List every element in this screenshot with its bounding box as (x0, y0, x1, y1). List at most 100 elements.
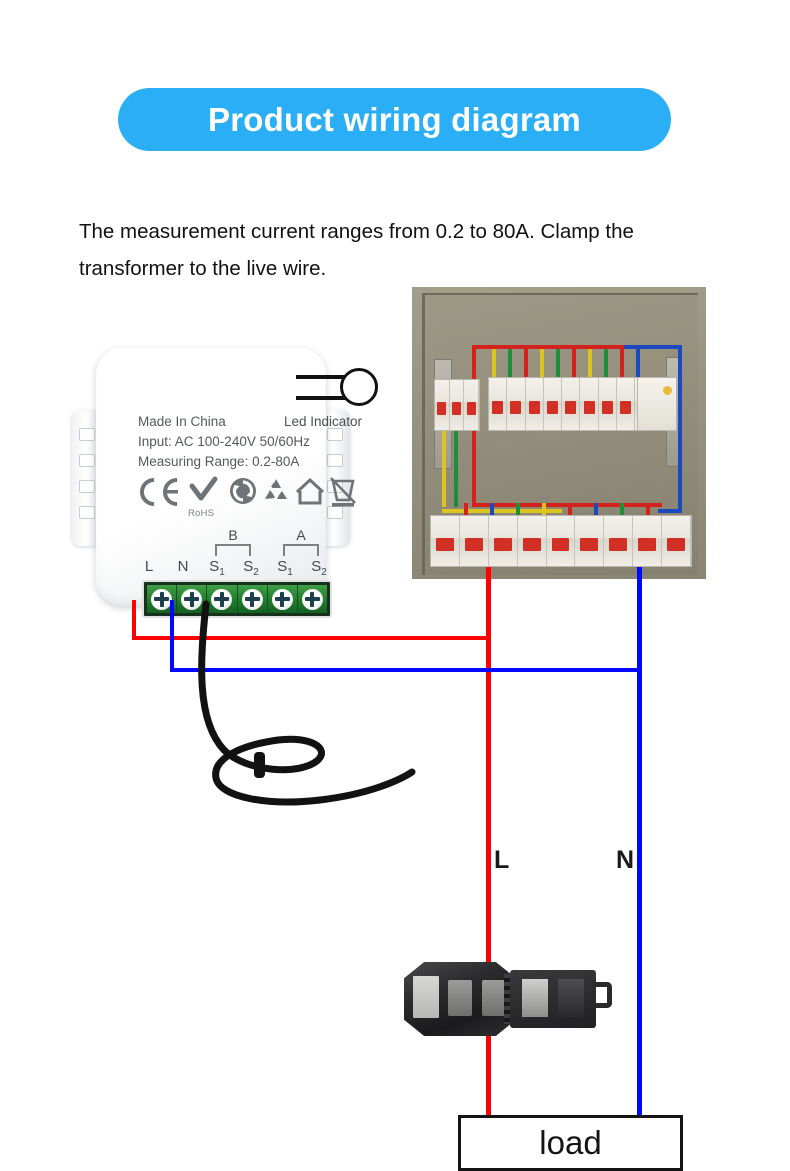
panel-wire-green (556, 349, 560, 379)
terminal-label-a-s2: S2 (306, 558, 332, 578)
screw-cross-icon (304, 591, 320, 607)
terminal-index: 2 (253, 567, 259, 578)
main-breaker (434, 379, 480, 431)
terminal-letter: S (311, 558, 322, 575)
panel-wire-red (472, 431, 476, 507)
ct-latch-hook (592, 982, 612, 1008)
breaker-pole (489, 378, 508, 430)
mains-neutral-label: N (616, 846, 635, 874)
spec-line-origin: Made In China (138, 414, 226, 429)
weee-crossed-bin-icon (328, 476, 358, 510)
ct-window (482, 980, 506, 1016)
terminal-label-l: L (144, 558, 154, 575)
rohs-check-icon (188, 476, 218, 506)
led-circle (340, 368, 378, 406)
screw-cross-icon (184, 591, 200, 607)
rcd-breaker (637, 377, 677, 431)
breaker-pole (547, 516, 576, 566)
breaker-pole (489, 516, 518, 566)
ct-core-half (558, 979, 584, 1017)
panel-wire-yellow (442, 431, 446, 507)
terminal-label-b-s2: S2 (238, 558, 264, 578)
mobius-recycle-icon (261, 476, 291, 506)
terminal-screw-a-s2 (297, 585, 328, 613)
terminal-group-bracket-a (283, 544, 319, 556)
panel-wire-red (524, 349, 528, 379)
screw-cross-icon (244, 591, 260, 607)
breaker-pole (662, 516, 692, 566)
panel-wire-red (646, 503, 650, 517)
description-text: The measurement current ranges from 0.2 … (79, 219, 634, 280)
lower-breaker-row (430, 515, 692, 567)
terminal-index: 1 (287, 567, 293, 578)
panel-wire-red (472, 503, 662, 507)
terminal-label-n: N (177, 558, 189, 575)
terminal-group-label-a: A (296, 527, 306, 543)
terminal-label-a-s1: S1 (272, 558, 298, 578)
panel-wire-blue (490, 503, 494, 517)
panel-wire-green (454, 431, 458, 507)
breaker-pole (544, 378, 563, 430)
ear-slot (79, 454, 95, 467)
panel-wire-blue (624, 345, 682, 349)
breaker-pole (464, 380, 480, 430)
mains-neutral-wire (637, 567, 642, 1120)
screw-hole (181, 588, 203, 610)
wiring-diagram: Led Indicator Made In China Input: AC 10… (0, 270, 790, 1171)
current-transformer-clamp (404, 960, 615, 1038)
screw-hole (241, 588, 263, 610)
screw-cross-icon (274, 591, 290, 607)
panel-wire-yellow (542, 503, 546, 517)
terminal-group-label-b: B (228, 527, 238, 543)
terminal-letter: S (209, 558, 220, 575)
module-housing: Led Indicator Made In China Input: AC 10… (96, 348, 378, 618)
screw-hole (151, 588, 173, 610)
ct-window (448, 980, 472, 1016)
ct-spec-label (413, 976, 439, 1018)
panel-wire-yellow (442, 509, 562, 513)
terminal-letter: S (277, 558, 288, 575)
load-box: load (458, 1115, 683, 1171)
panel-wire-green (620, 503, 624, 517)
mains-live-label: L (494, 846, 510, 874)
screw-hole (301, 588, 323, 610)
terminal-index: 1 (219, 567, 225, 578)
panel-wire-blue (594, 503, 598, 517)
screw-hole (211, 588, 233, 610)
breaker-pole (460, 516, 489, 566)
panel-wire-blue (678, 471, 682, 511)
page-title-banner: Product wiring diagram (118, 88, 671, 151)
terminal-index: 2 (321, 567, 327, 578)
panel-wire-green (516, 503, 520, 517)
panel-wire-yellow (492, 349, 496, 379)
module-live-lead-vertical (132, 600, 136, 640)
terminal-screw-b-s2 (237, 585, 268, 613)
cable-tie (254, 752, 265, 778)
panel-wire-green (604, 349, 608, 379)
panel-wire-blue (658, 509, 682, 513)
ct-open-jaw (510, 970, 596, 1028)
panel-wire-red (464, 503, 468, 517)
terminal-group-bracket-b (215, 544, 251, 556)
led-indicator-label: Led Indicator (284, 414, 363, 429)
ear-slot (327, 428, 343, 441)
panel-wire-red (472, 345, 652, 349)
ear-slot (79, 506, 95, 519)
ear-slot (79, 480, 95, 493)
breaker-pole (580, 378, 599, 430)
panel-wire-red (472, 345, 476, 381)
device-spec-block: Made In China Input: AC 100-240V 50/60Hz… (138, 412, 310, 472)
terminal-screw-b-s1 (207, 585, 238, 613)
breaker-pole (562, 378, 581, 430)
panel-wire-red (568, 503, 572, 517)
led-indicator-icon (296, 368, 378, 410)
panel-wire-blue (678, 345, 682, 471)
indoor-use-house-icon (294, 476, 326, 506)
led-lead-line (296, 396, 348, 400)
panel-wire-yellow (540, 349, 544, 379)
distribution-panel-photo (412, 287, 706, 579)
breaker-pole (450, 380, 465, 430)
terminal-screw-a-s1 (267, 585, 298, 613)
breaker-pole (431, 516, 460, 566)
module-neutral-lead-vertical (170, 600, 174, 672)
